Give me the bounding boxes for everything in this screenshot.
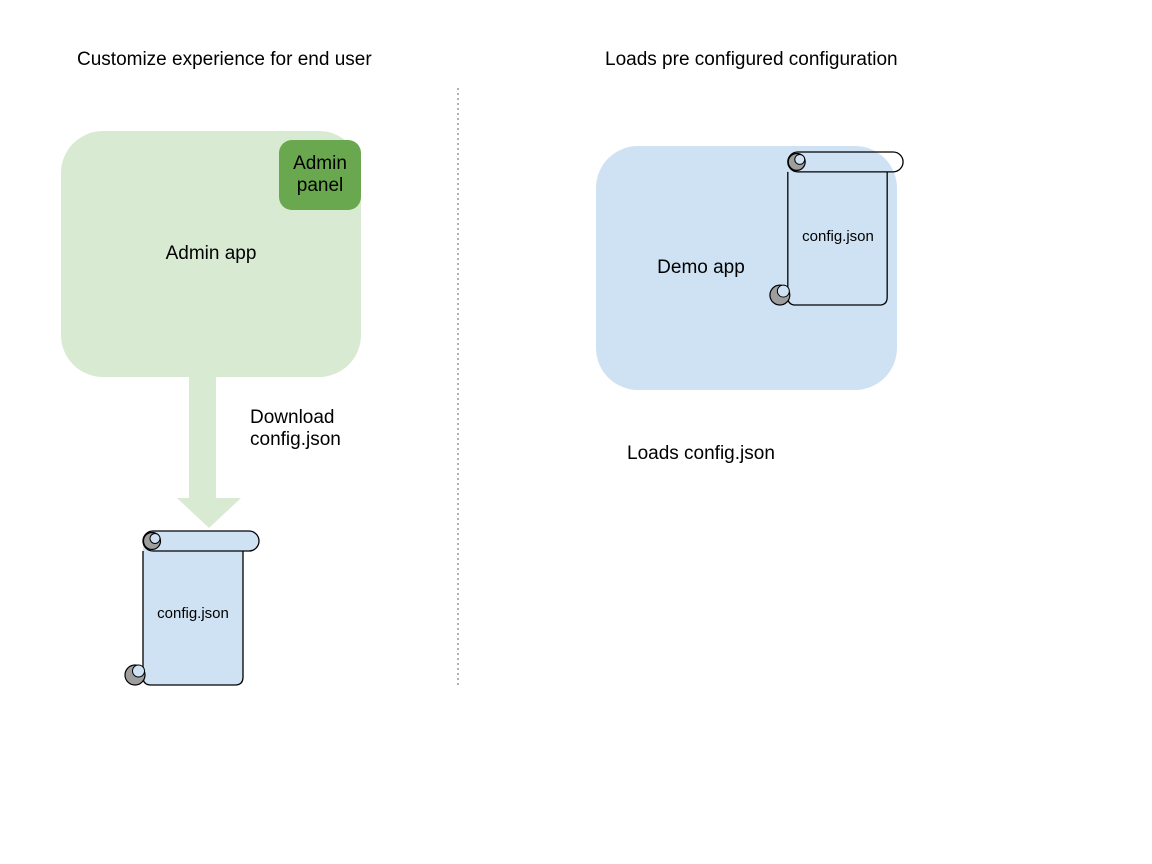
demo-app-box bbox=[596, 146, 897, 390]
admin-app-label: Admin app bbox=[165, 243, 257, 264]
section-divider bbox=[457, 88, 459, 685]
download-arrow-label: Download config.json bbox=[250, 407, 341, 450]
config-file-label-right: config.json bbox=[802, 228, 874, 245]
scroll-bottom-curl-inner bbox=[132, 664, 145, 678]
scroll-body-fill bbox=[143, 541, 243, 685]
demo-app-label: Demo app bbox=[657, 257, 745, 278]
config-file-scroll-right bbox=[769, 151, 904, 306]
config-file-label-left: config.json bbox=[157, 605, 229, 622]
download-arrow-icon bbox=[177, 377, 241, 528]
config-file-scroll-left bbox=[124, 530, 260, 686]
scroll-top-curl-inner bbox=[149, 533, 161, 544]
scroll-top-curl-inner bbox=[794, 153, 806, 165]
left-section-title: Customize experience for end user bbox=[77, 49, 372, 70]
demo-app-label-wrap: Demo app bbox=[596, 146, 806, 390]
admin-panel-label: Admin panel bbox=[293, 153, 347, 196]
scroll-bottom-curl-inner bbox=[776, 284, 790, 298]
download-arrow-shape bbox=[177, 377, 241, 528]
right-section-title: Loads pre configured configuration bbox=[605, 49, 898, 70]
admin-panel-box: Admin panel bbox=[279, 140, 361, 210]
admin-app-label-wrap: Admin app bbox=[61, 131, 361, 377]
loads-config-caption: Loads config.json bbox=[627, 443, 775, 464]
